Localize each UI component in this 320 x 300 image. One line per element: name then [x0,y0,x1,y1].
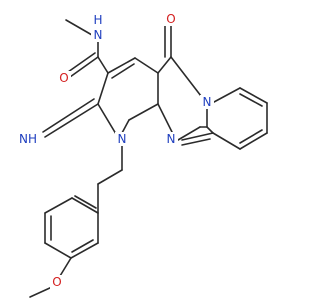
bond-0 [65,19,93,36]
ring-nitrogen-fused-label: N [203,95,212,109]
bond-20 [170,56,202,97]
bond-7 [111,63,135,79]
bond-33 [181,138,211,146]
amide-oxygen-label: O [59,71,68,85]
bond-39 [44,197,73,214]
bond-11 [128,103,159,121]
bond-3 [69,56,99,78]
bond-31 [206,126,214,134]
bond-35 [97,169,123,185]
bond-4 [67,52,96,73]
methoxy-oxygen-label: O [52,275,61,289]
ring-carbonyl-oxygen: O [164,12,178,26]
atom-label-layer: N H O O NH N N [6,12,214,289]
bond-30 [212,132,241,150]
bond-16 [42,98,95,133]
bond-47 [29,286,53,298]
bond-8 [134,57,159,74]
bond-24 [213,87,241,103]
amide-hydrogen-label: H [93,13,102,27]
amide-hydrogen: H [91,13,105,27]
ring-oxygen-label: O [166,12,175,26]
methoxy-oxygen: O [50,275,64,289]
bond-37 [71,197,99,214]
ring-nitrogen-pyrimidine: N [164,132,178,146]
imino-nh-text: NH [19,132,37,146]
bond-15 [44,103,99,138]
imino-group: NH [6,132,42,146]
amide-nitrogen: N [91,28,105,42]
amide-nitrogen-label: N [94,28,103,42]
ring-nitrogen-alkyl-label: N [118,132,127,146]
bond-13 [97,72,109,105]
molecule-diagram: N H O O NH N N [6,12,268,298]
bond-25 [239,87,268,104]
bond-6 [107,57,136,74]
bond-32 [181,132,214,141]
bond-42 [44,242,72,259]
bond-26 [239,93,263,107]
bond-21 [177,126,201,141]
ring-nitrogen-pyrimidine-label: N [167,132,176,146]
bond-29 [239,129,263,144]
bond-43 [70,242,99,259]
ring-nitrogen-fused: N [200,95,214,109]
bond-12 [121,119,130,134]
bond-46 [59,257,72,277]
bond-5 [97,56,109,74]
bond-17 [157,56,172,74]
ring-nitrogen-alkyl: N [115,132,129,146]
bond-14 [97,103,117,135]
imino-label: NH [19,132,37,146]
bond-10 [157,103,173,133]
bond-44 [71,239,94,253]
amide-carbonyl-oxygen: O [57,71,71,85]
bond-layer [29,19,268,298]
bond-38 [74,195,97,209]
bond-28 [239,132,268,150]
